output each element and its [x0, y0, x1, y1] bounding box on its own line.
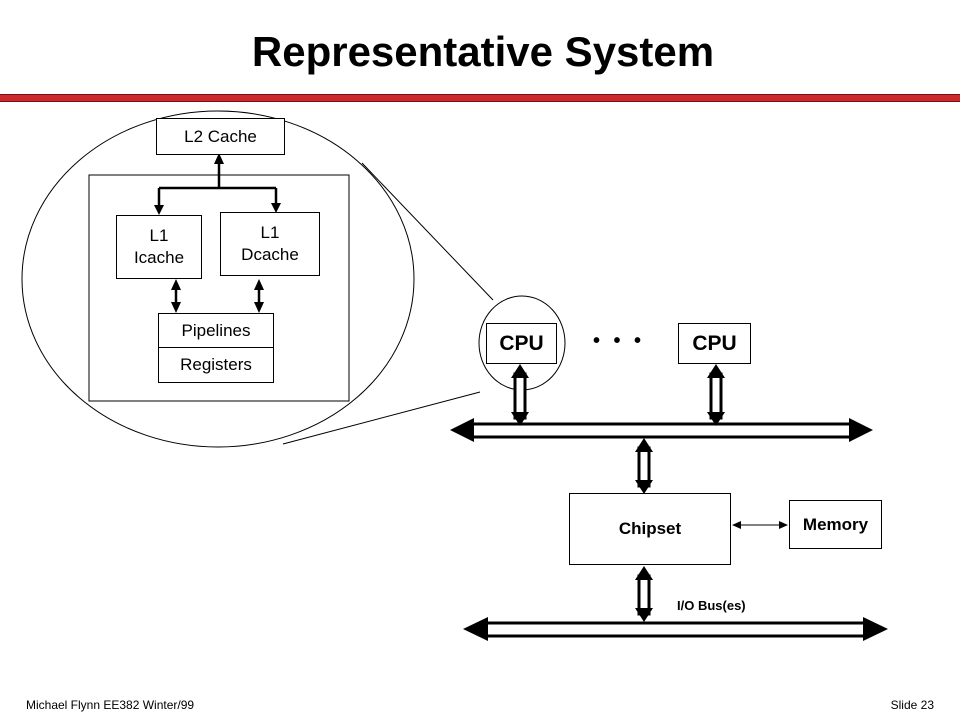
chipset-box: Chipset — [569, 493, 731, 565]
cpu-right-bus-arrow — [707, 364, 725, 426]
cpu-magnified-circle — [21, 110, 415, 448]
io-bus — [463, 617, 888, 641]
registers-label: Registers — [180, 355, 252, 374]
l1-dcache-box: L1 Dcache — [220, 212, 320, 276]
pipelines-box: Pipelines — [158, 313, 274, 348]
zoom-line-bottom — [282, 391, 481, 445]
registers-box: Registers — [158, 347, 274, 383]
footer-author: Michael Flynn EE382 Winter/99 — [26, 698, 195, 712]
arrowhead-to-icache — [154, 205, 164, 215]
zoom-line-top — [361, 162, 494, 301]
cpu-right-box: CPU — [678, 323, 751, 364]
memory-box: Memory — [789, 500, 882, 549]
l1-icache-label-line1: L1 — [149, 226, 169, 245]
cpu-left-label: CPU — [499, 331, 544, 355]
system-bus — [450, 418, 873, 442]
memory-label: Memory — [802, 514, 869, 534]
arrowhead-to-l2 — [214, 153, 224, 164]
chipset-io-arrow — [635, 566, 653, 622]
slide-title: Representative System — [251, 28, 715, 75]
cpu-right-label: CPU — [692, 331, 737, 355]
arrowhead-to-dcache — [271, 203, 281, 213]
l2-l1-connector — [157, 157, 278, 208]
l1-dcache-label-line2: Dcache — [241, 245, 299, 264]
bus-chipset-arrow — [635, 438, 653, 494]
l1-dcache-label-line1: L1 — [260, 223, 280, 242]
footer-slide-number: Slide 23 — [890, 698, 934, 712]
cpu-left-box: CPU — [486, 323, 557, 364]
chipset-label: Chipset — [618, 519, 682, 538]
l2-cache-label: L2 Cache — [184, 126, 257, 146]
io-bus-label: I/O Bus(es) — [677, 598, 746, 613]
cpu-ellipsis: • • • — [592, 330, 646, 352]
chipset-memory-arrow — [732, 521, 788, 529]
l2-cache-box: L2 Cache — [156, 118, 285, 155]
cpu-left-bus-arrow — [511, 364, 529, 426]
pipelines-label: Pipelines — [181, 320, 251, 340]
l1-icache-box: L1 Icache — [116, 215, 202, 279]
title-underline — [0, 94, 960, 102]
l1-icache-label-line2: Icache — [133, 248, 185, 267]
